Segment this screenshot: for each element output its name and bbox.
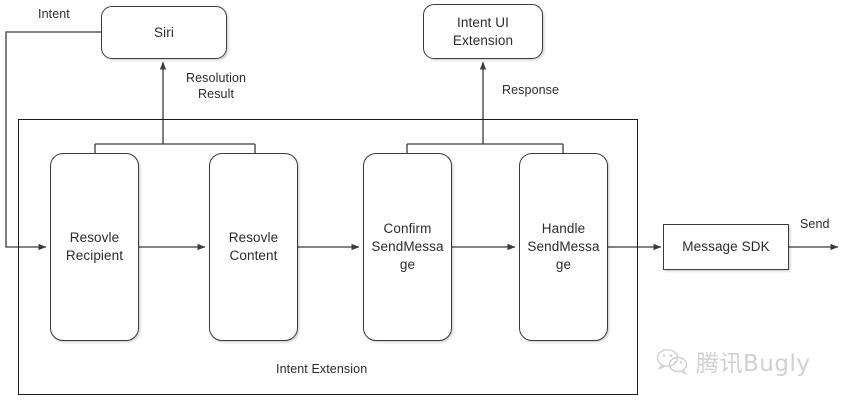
edge-label-intent: Intent [38, 7, 70, 21]
edge-label-response: Response [502, 83, 560, 97]
intent-extension-container [18, 119, 638, 395]
node-siri-label: Siri [154, 24, 174, 40]
node-siri[interactable]: Siri [101, 6, 227, 59]
node-message-sdk[interactable]: Message SDK [663, 224, 789, 270]
edge-intent [5, 31, 101, 251]
intent-extension-caption: Intent Extension [276, 362, 368, 376]
watermark-text: 腾讯Bugly [696, 351, 811, 377]
edge-resolution-result [94, 61, 256, 154]
edge-response [406, 61, 564, 154]
watermark: 腾讯Bugly [655, 344, 810, 378]
edge-label-send: Send [800, 217, 830, 231]
node-message-sdk-label: Message SDK [682, 239, 770, 255]
wechat-logo-icon [656, 349, 688, 375]
